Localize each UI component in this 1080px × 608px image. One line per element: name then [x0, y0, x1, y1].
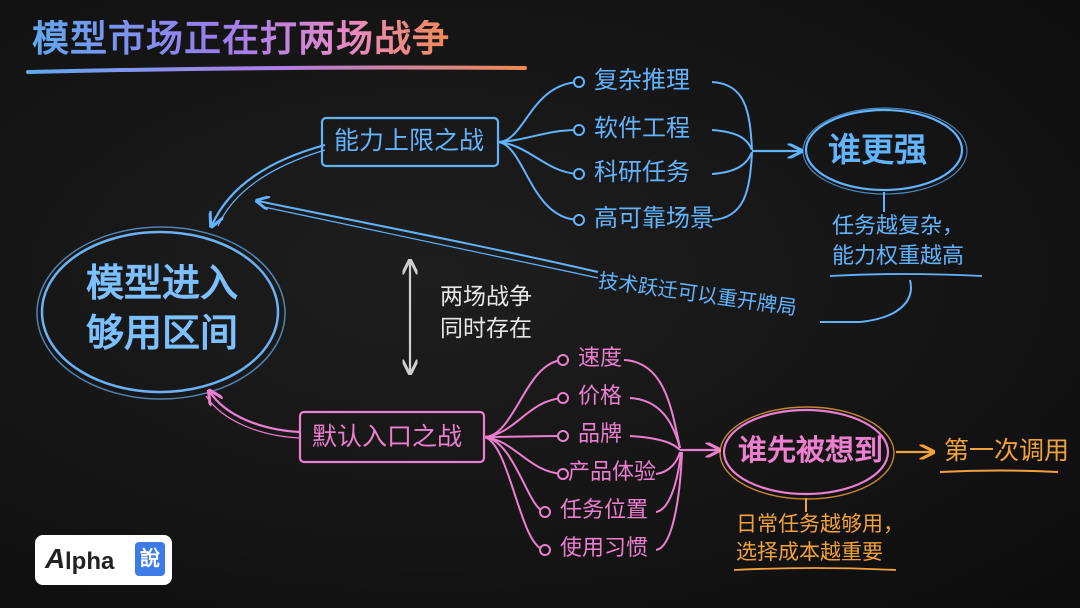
center-node-line1: 模型进入: [85, 261, 238, 305]
default-item-3: 品牌: [578, 422, 623, 447]
link-center-capability: [212, 143, 326, 225]
default-item-1: 速度: [578, 346, 623, 371]
default-item-4: 产品体验: [568, 460, 657, 485]
logo-badge: 說: [135, 542, 165, 576]
default-item-2: 价格: [578, 384, 623, 409]
who-stronger-ellipse: [804, 108, 964, 192]
default-note-line1: 日常任务越够用，: [736, 512, 904, 536]
default-item-6: 使用习惯: [560, 536, 649, 561]
default-war-label: 默认入口之战: [312, 422, 463, 451]
first-call-label: 第一次调用: [944, 436, 1070, 465]
middle-note-line1: 两场战争: [440, 284, 532, 310]
capability-note-line2: 能力权重越高: [832, 244, 965, 269]
tech-leap-arrow: [820, 279, 912, 323]
capability-item-1: 复杂推理: [594, 66, 690, 94]
capability-note-underline: [829, 273, 983, 277]
link-center-default: [210, 392, 301, 434]
page-title: 模型市场正在打两场战争: [32, 17, 450, 60]
title-underline: [26, 65, 527, 74]
capability-war-label: 能力上限之战: [334, 126, 485, 155]
center-node-ellipse: [40, 230, 280, 394]
default-bullets: [539, 354, 569, 556]
alpha-logo: A lpha 說: [35, 535, 172, 585]
default-item-5: 任务位置: [560, 498, 649, 523]
logo-letter-a: A: [45, 543, 66, 574]
capability-branches: [497, 81, 753, 221]
who-first-ellipse: [722, 408, 890, 496]
default-note-underline: [733, 567, 897, 571]
center-node-ellipse-outer: [36, 226, 286, 400]
capability-item-3: 科研任务: [594, 158, 690, 186]
capability-item-4: 高可靠场景: [594, 204, 714, 232]
first-call-underline: [939, 469, 1059, 473]
capability-bullets: [573, 76, 585, 226]
default-note-line2: 选择成本越重要: [736, 540, 883, 564]
logo-text: lpha: [65, 548, 115, 575]
who-first-label: 谁先被想到: [738, 433, 884, 467]
capability-note-line1: 任务越复杂，: [832, 214, 965, 239]
default-branches: [483, 359, 683, 551]
middle-note-line2: 同时存在: [440, 316, 532, 342]
capability-item-2: 软件工程: [594, 114, 690, 142]
center-node-line2: 够用区间: [85, 311, 238, 355]
who-stronger-label: 谁更强: [828, 130, 927, 169]
